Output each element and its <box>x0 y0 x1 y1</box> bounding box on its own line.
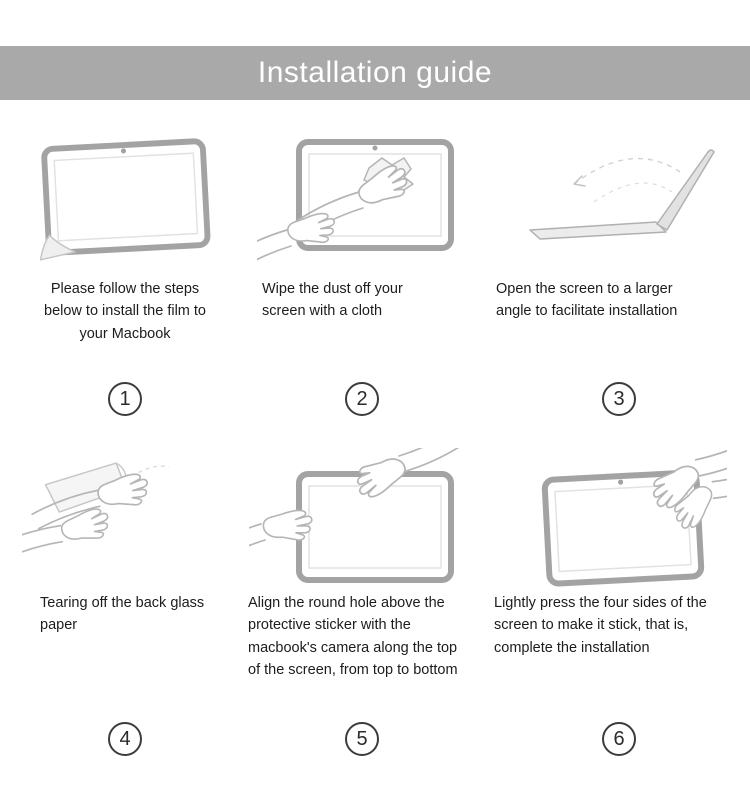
page-title: Installation guide <box>257 56 493 89</box>
step-number-badge: 1 <box>108 382 142 416</box>
step-number-badge: 5 <box>345 722 379 756</box>
step-5: Align the round hole above the protectiv… <box>236 448 488 764</box>
step-1: Please follow the steps below to install… <box>14 124 236 424</box>
align-camera-hole-icon <box>249 448 468 583</box>
step-caption: Wipe the dust off your screen with a clo… <box>262 281 403 320</box>
step-caption: Align the round hole above the protectiv… <box>248 595 458 679</box>
step-caption: Please follow the steps below to install… <box>44 281 206 342</box>
steps-row-2: Tearing off the back glass paper 4 Align… <box>0 424 750 764</box>
step-6: Lightly press the four sides of the scre… <box>488 448 750 764</box>
open-laptop-angle-icon <box>529 149 715 240</box>
macbook-film-peel-icon <box>39 138 211 261</box>
step-number-badge: 2 <box>345 382 379 416</box>
step-caption: Open the screen to a larger angle to fac… <box>496 281 678 320</box>
steps-row-1: Please follow the steps below to install… <box>0 100 750 424</box>
installation-steps: Please follow the steps below to install… <box>0 100 750 764</box>
step-caption: Tearing off the back glass paper <box>40 595 205 634</box>
header-banner: Installation guide <box>0 46 750 100</box>
step-number-badge: 3 <box>602 382 636 416</box>
step-caption: Lightly press the four sides of the scre… <box>494 595 707 656</box>
step-4: Tearing off the back glass paper 4 <box>14 448 236 764</box>
step-2: Wipe the dust off your screen with a clo… <box>236 124 488 424</box>
step-number-badge: 6 <box>602 722 636 756</box>
step-3: Open the screen to a larger angle to fac… <box>488 124 750 424</box>
step-number-badge: 4 <box>108 722 142 756</box>
tear-back-paper-icon <box>22 462 170 570</box>
wipe-screen-cloth-icon <box>257 139 454 274</box>
press-four-sides-icon <box>541 448 727 587</box>
